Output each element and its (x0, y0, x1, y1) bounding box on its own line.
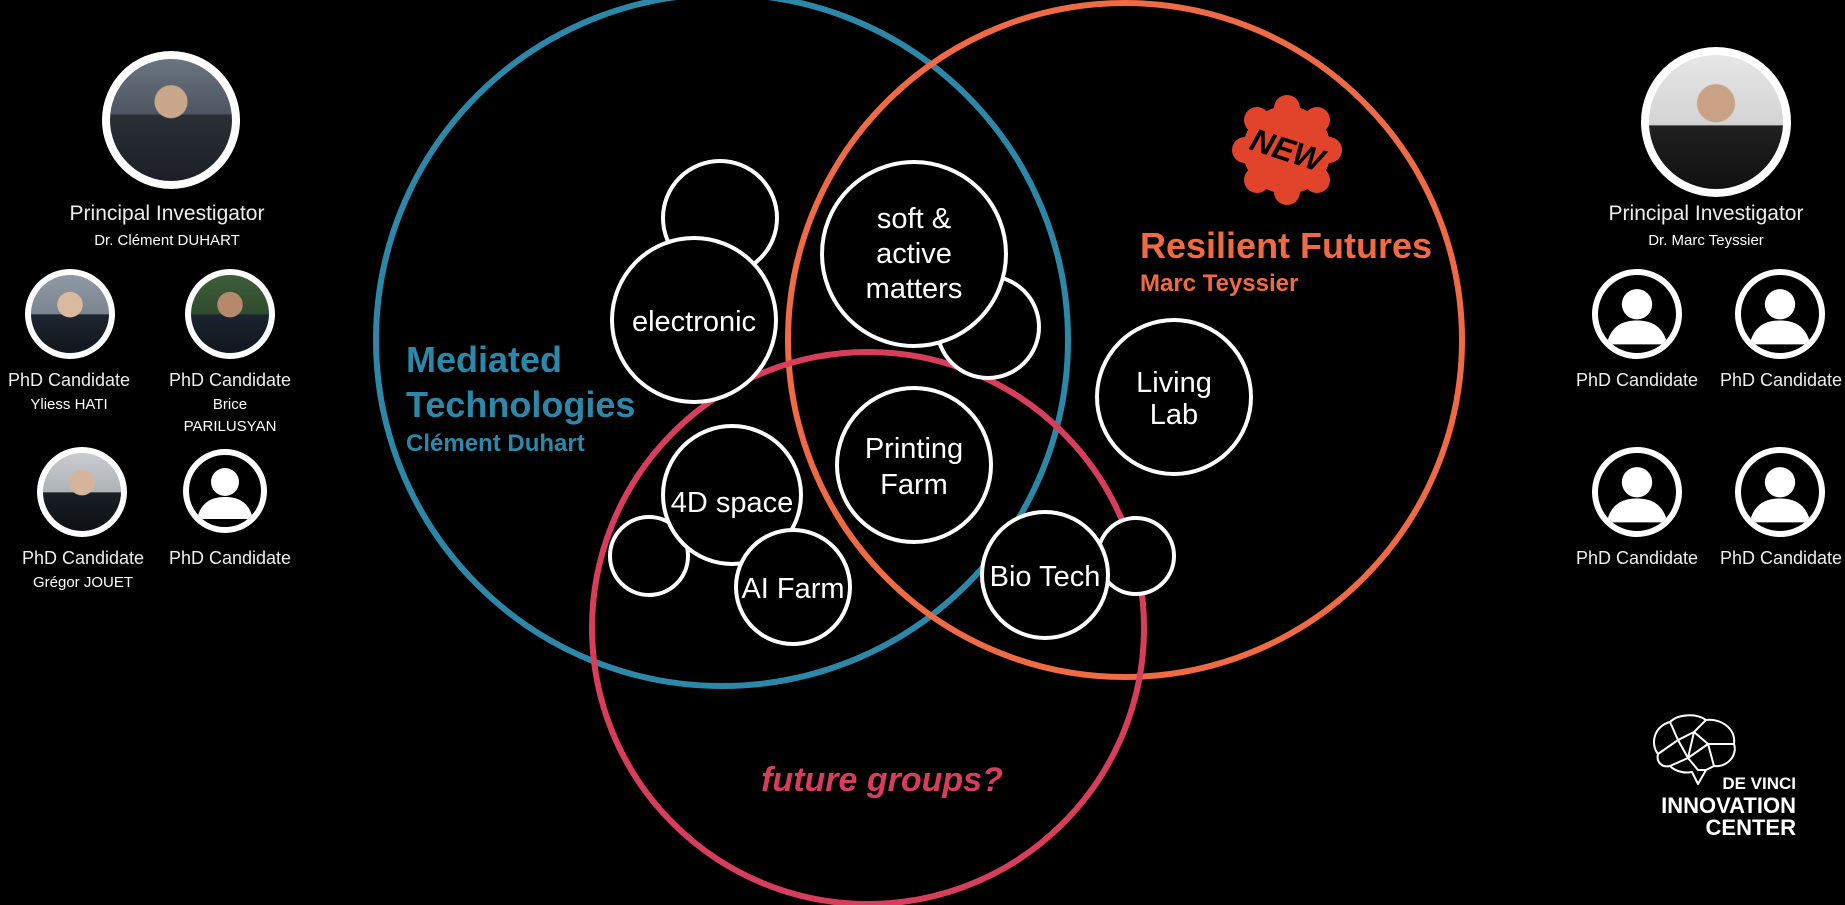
resilient-futures-circle (785, 0, 1465, 680)
new-badge: NEW (1232, 95, 1342, 205)
topic-ai-farm-label: AI Farm (741, 573, 844, 605)
phd-role: PhD Candidate (1575, 370, 1699, 390)
topic-printing-farm-bubble (835, 386, 993, 544)
pi-name-left: Dr. Clément DUHART (94, 232, 240, 249)
pi-role-left: Principal Investigator (69, 202, 265, 225)
topic-living-lab-bubble (1095, 318, 1253, 476)
phd-role: PhD Candidate (1719, 370, 1843, 390)
topic-printing-farm-label: Printing (865, 433, 963, 465)
phd-name: PARILUSYAN (183, 418, 277, 435)
topic-living-lab-label: Lab (1150, 399, 1198, 431)
topic-soft-label: matters (866, 273, 963, 305)
mediated-title-line2: Technologies (406, 384, 635, 425)
pi-avatar-right (1641, 47, 1791, 197)
phd-name: Yliess HATI (30, 396, 108, 413)
user-placeholder-icon (1592, 447, 1682, 537)
phd-role: PhD Candidate (1575, 548, 1699, 568)
logo-line3: CENTER (1705, 815, 1796, 840)
topic-printing-farm-label: Farm (880, 469, 948, 501)
topic-4d-space-bubble (661, 424, 803, 566)
pi-avatar-left (102, 51, 240, 189)
de-vinci-logo: DE VINCI INNOVATION CENTER (1640, 714, 1800, 840)
phd-name: Brice (212, 396, 248, 413)
user-placeholder-icon (1735, 269, 1825, 359)
empty-bubble (608, 515, 690, 597)
future-groups-title: future groups? (761, 761, 1003, 799)
phd-avatar (37, 447, 127, 537)
user-placeholder-icon (1735, 447, 1825, 537)
user-placeholder-icon (1592, 269, 1682, 359)
phd-avatar (25, 269, 115, 359)
resilient-title: Resilient Futures (1140, 225, 1432, 266)
phd-role: PhD Candidate (1719, 548, 1843, 568)
logo-line1: DE VINCI (1722, 774, 1796, 793)
brain-icon (1653, 714, 1736, 785)
future-groups-circle (589, 349, 1147, 905)
phd-role: PhD Candidate (168, 548, 292, 568)
topic-soft-label: soft & (877, 203, 951, 235)
user-placeholder-icon (183, 449, 267, 533)
pi-role-right: Principal Investigator (1608, 202, 1804, 225)
phd-role: PhD Candidate (21, 548, 145, 568)
topic-ai-farm-bubble (734, 528, 852, 646)
phd-role: PhD Candidate (168, 370, 292, 390)
topic-living-lab-label: Living (1136, 367, 1212, 399)
phd-avatar (185, 269, 275, 359)
topic-4d-space-label: 4D space (671, 487, 794, 519)
mediated-technologies-circle (373, 0, 1071, 689)
topic-electronic-bubble (610, 236, 778, 404)
phd-role: PhD Candidate (7, 370, 131, 390)
topic-bio-tech-bubble (980, 510, 1110, 640)
topic-electronic-label: electronic (632, 306, 756, 338)
topic-soft-label: active (876, 238, 952, 270)
pi-name-right: Dr. Marc Teyssier (1648, 232, 1764, 249)
mediated-title-line1: Mediated (406, 339, 562, 380)
phd-name: Grégor JOUET (32, 574, 134, 591)
topic-bio-tech-label: Bio Tech (990, 561, 1101, 593)
topic-soft-active-matters-bubble (820, 160, 1008, 348)
logo-line2: INNOVATION (1661, 793, 1796, 818)
resilient-lead: Marc Teyssier (1140, 270, 1298, 297)
mediated-lead: Clément Duhart (406, 430, 585, 457)
